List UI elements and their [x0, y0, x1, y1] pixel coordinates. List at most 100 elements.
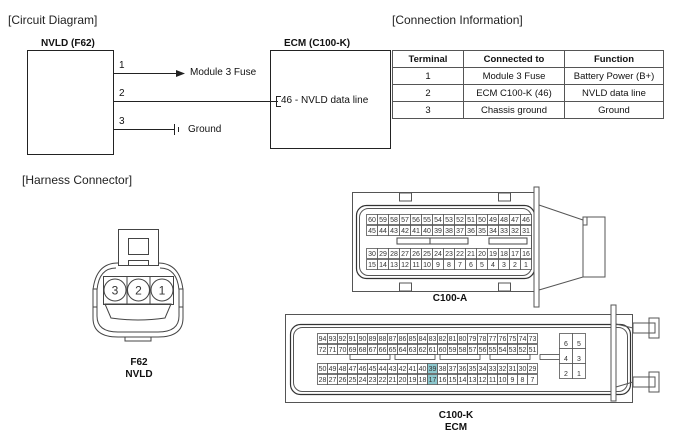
- c100k-pin-cell-7: [527, 374, 538, 385]
- c100a-pin-32: 32: [511, 228, 519, 235]
- c100k-pin-90: 90: [359, 336, 367, 343]
- c100a-pin-18: 18: [500, 251, 508, 258]
- c100k-pin-72: 72: [319, 347, 327, 354]
- ecm-box-title: ECM (C100-K): [284, 38, 351, 49]
- ecm-box: [270, 50, 391, 149]
- c100a-pin-57: 57: [401, 217, 409, 224]
- c100k-pin-91: 91: [349, 336, 357, 343]
- c100k-pin-13: 13: [469, 377, 477, 384]
- c100a-pin-54: 54: [434, 217, 442, 224]
- c100a-pin-cell-31: [520, 225, 532, 236]
- c100k-pin-57: 57: [469, 347, 477, 354]
- c100k-pin-47: 47: [349, 366, 357, 373]
- c100a-pin-1: 1: [524, 262, 528, 269]
- wire-2-label: 46 - NVLD data line: [281, 95, 369, 106]
- c100a-pin-6: 6: [469, 262, 473, 269]
- c100k-pin-9: 9: [511, 377, 515, 384]
- c100k-pin-92: 92: [339, 336, 347, 343]
- c100a-pin-41: 41: [412, 228, 420, 235]
- circuit-diagram-title: [Circuit Diagram]: [8, 13, 98, 27]
- cell: Chassis ground: [463, 101, 565, 119]
- c100k-pin-49: 49: [329, 366, 337, 373]
- c100k-pin-74: 74: [519, 336, 527, 343]
- c100a-pin-51: 51: [467, 217, 475, 224]
- connector-key-bar: [489, 354, 531, 360]
- c100k-pin-32: 32: [499, 366, 507, 373]
- c100a-pin-43: 43: [390, 228, 398, 235]
- c100a-pin-60: 60: [368, 217, 376, 224]
- c100k-pin-24: 24: [359, 377, 367, 384]
- c100a-pin-30: 30: [368, 251, 376, 258]
- c100k-pin-67: 67: [369, 347, 377, 354]
- c100a-pin-26: 26: [412, 251, 420, 258]
- connector-key-bar: [349, 354, 391, 360]
- c100k-pin-51: 51: [529, 347, 537, 354]
- c100k-side-pin-5: 5: [577, 341, 581, 348]
- c100k-pin-65: 65: [389, 347, 397, 354]
- c100a-pin-13: 13: [390, 262, 398, 269]
- c100k-pin-34: 34: [479, 366, 487, 373]
- connector-key-bar: [394, 354, 436, 360]
- c100k-pin-7: 7: [531, 377, 535, 384]
- c100a-pin-38: 38: [445, 228, 453, 235]
- wire-3-number: 3: [119, 116, 125, 127]
- c100a-pin-36: 36: [467, 228, 475, 235]
- c100a-pin-29: 29: [379, 251, 387, 258]
- c100a-name: C100-A: [432, 293, 468, 304]
- c100k-side-pin-cell-1: [572, 363, 586, 379]
- c100k-pin-12: 12: [479, 377, 487, 384]
- c100k-pin-58: 58: [459, 347, 467, 354]
- c100k-pin-62: 62: [419, 347, 427, 354]
- c100k-pin-52: 52: [519, 347, 527, 354]
- table-header-row: Terminal Connected to Function: [392, 50, 664, 68]
- wire-3-label: Ground: [188, 124, 222, 135]
- c100k-pin-46: 46: [359, 366, 367, 373]
- c100a-pin-16: 16: [522, 251, 530, 258]
- ecm-pin-bracket: [276, 96, 281, 107]
- c100k-pin-75: 75: [509, 336, 517, 343]
- c100k-pin-68: 68: [359, 347, 367, 354]
- c100k-pin-71: 71: [329, 347, 337, 354]
- c100a-pin-33: 33: [500, 228, 508, 235]
- c100k-sub: ECM: [444, 422, 468, 433]
- f62-pin-2: 2: [135, 284, 142, 298]
- c100a-pin-42: 42: [401, 228, 409, 235]
- c100k-pin-39: 39: [429, 366, 437, 373]
- c100k-pin-38: 38: [439, 366, 447, 373]
- c100k-pin-36: 36: [459, 366, 467, 373]
- c100k-pin-79: 79: [469, 336, 477, 343]
- c100a-pin-11: 11: [412, 262, 419, 269]
- c100k-pin-15: 15: [449, 377, 457, 384]
- c100k-pin-45: 45: [369, 366, 377, 373]
- f62-name: F62: [130, 357, 148, 368]
- c100k-pin-43: 43: [389, 366, 397, 373]
- c100a-pin-cell-1: [520, 259, 532, 270]
- c100k-pin-28: 28: [319, 377, 327, 384]
- header-terminal: Terminal: [392, 50, 464, 68]
- c100a-pin-7: 7: [458, 262, 462, 269]
- c100k-pin-81: 81: [449, 336, 457, 343]
- c100k-pin-8: 8: [521, 377, 525, 384]
- c100k-pin-85: 85: [409, 336, 417, 343]
- cell: Battery Power (B+): [564, 67, 664, 85]
- c100k-pin-27: 27: [329, 377, 337, 384]
- c100a-pin-20: 20: [478, 251, 486, 258]
- c100a-pin-5: 5: [480, 262, 484, 269]
- c100a-pin-12: 12: [401, 262, 409, 269]
- c100k-pin-86: 86: [399, 336, 407, 343]
- c100a-pin-28: 28: [390, 251, 398, 258]
- c100k-pin-18: 18: [419, 377, 427, 384]
- connector-key-bar: [439, 354, 481, 360]
- c100k-pin-10: 10: [499, 377, 507, 384]
- c100k-pin-88: 88: [379, 336, 387, 343]
- c100a-pin-15: 15: [368, 262, 376, 269]
- c100k-side-pin-6: 6: [564, 341, 568, 348]
- c100k-side-pin-4: 4: [564, 356, 568, 363]
- c100k-pin-30: 30: [519, 366, 527, 373]
- c100k-pin-22: 22: [379, 377, 387, 384]
- c100k-pin-66: 66: [379, 347, 387, 354]
- c100a-pin-27: 27: [401, 251, 409, 258]
- wire-2-number: 2: [119, 88, 125, 99]
